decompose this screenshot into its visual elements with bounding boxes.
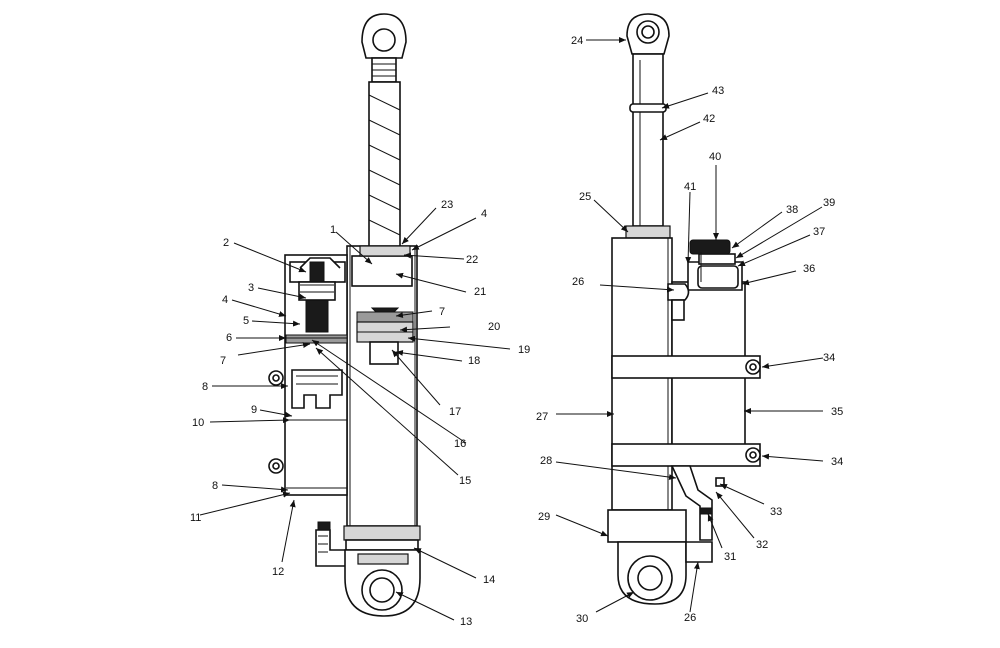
- callout-25: 25: [579, 191, 591, 203]
- right-top-cap: [625, 225, 671, 239]
- callout-12: 12: [272, 566, 284, 578]
- callout-33: 33: [770, 506, 782, 518]
- callout-5: 5: [243, 315, 249, 327]
- callout-26-lower: 26: [684, 612, 696, 624]
- callout-43: 43: [712, 85, 724, 97]
- callout-40: 40: [709, 151, 721, 163]
- callout-11: 11: [190, 512, 201, 524]
- callout-3: 3: [248, 282, 254, 294]
- left-bottom-eye: [343, 525, 421, 617]
- callout-36: 36: [803, 263, 815, 275]
- right-bottom: [607, 509, 713, 605]
- callout-35: 35: [831, 406, 843, 418]
- callout-34-lower: 34: [831, 456, 843, 468]
- callout-39: 39: [823, 197, 835, 209]
- callout-8-lower: 8: [212, 480, 218, 492]
- left-shock-cutaway: [268, 13, 421, 617]
- callout-18: 18: [468, 355, 480, 367]
- callout-29: 29: [538, 511, 550, 523]
- callout-2: 2: [223, 237, 229, 249]
- left-reservoir: [268, 254, 348, 496]
- callout-13: 13: [460, 616, 472, 628]
- callout-4-right: 4: [481, 208, 487, 220]
- callout-38: 38: [786, 204, 798, 216]
- callout-8-upper: 8: [202, 381, 208, 393]
- leader-lines: [199, 37, 824, 621]
- callout-7-right: 7: [439, 306, 445, 318]
- callout-42: 42: [703, 113, 715, 125]
- callout-6: 6: [226, 332, 232, 344]
- callout-19: 19: [518, 344, 530, 356]
- right-shaft: [629, 53, 667, 227]
- right-clamp-bands: [611, 355, 761, 467]
- callout-20: 20: [488, 321, 500, 333]
- callout-41: 41: [684, 181, 696, 193]
- callout-16: 16: [454, 438, 466, 450]
- callout-37: 37: [813, 226, 825, 238]
- right-top-eyelet: [626, 13, 670, 55]
- callout-28: 28: [540, 455, 552, 467]
- callout-labels: 1 2 3 4 5 6 7 8 9 10 8 11 12 13 14 15 16…: [190, 35, 843, 628]
- left-main-body: [346, 245, 418, 527]
- callout-4-left: 4: [222, 294, 228, 306]
- callout-34-upper: 34: [823, 352, 835, 364]
- callout-10: 10: [192, 417, 204, 429]
- callout-32: 32: [756, 539, 768, 551]
- callout-7-left: 7: [220, 355, 226, 367]
- callout-1: 1: [330, 224, 336, 236]
- callout-15: 15: [459, 475, 471, 487]
- left-top-eyelet: [361, 13, 407, 83]
- right-shock-exterior: [607, 13, 761, 605]
- callout-30: 30: [576, 613, 588, 625]
- callout-27: 27: [536, 411, 548, 423]
- callout-24: 24: [571, 35, 583, 47]
- callout-26-upper: 26: [572, 276, 584, 288]
- left-hose: [315, 521, 347, 567]
- callout-31: 31: [724, 551, 736, 563]
- callout-23: 23: [441, 199, 453, 211]
- right-hose: [670, 465, 725, 541]
- callout-17: 17: [449, 406, 461, 418]
- callout-21: 21: [474, 286, 486, 298]
- callout-22: 22: [466, 254, 478, 266]
- right-reservoir: [671, 239, 746, 465]
- callout-9: 9: [251, 404, 257, 416]
- callout-14: 14: [483, 574, 495, 586]
